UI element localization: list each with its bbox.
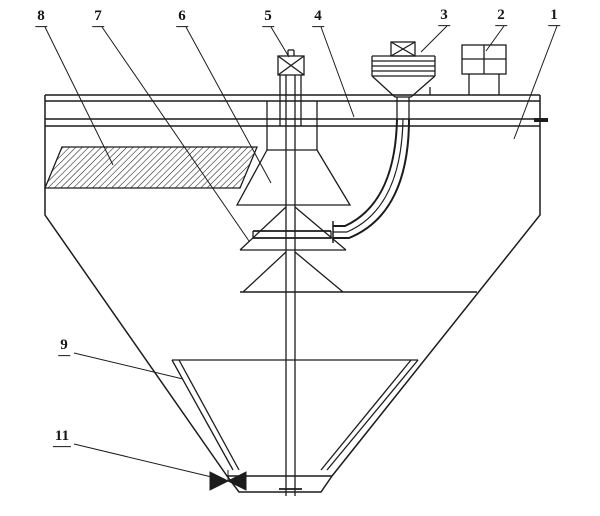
tank-body-outline [44,94,541,493]
discharge-valve [209,470,247,491]
inclined-plate-pack-hatched [44,146,258,189]
part-label-11: 11 [52,428,72,447]
part-label-9: 9 [58,337,70,356]
drive-motor-assembly [371,41,436,119]
part-label-3: 3 [438,7,450,26]
part-label-7: 7 [92,8,104,27]
central-shaft [277,49,305,496]
part-label-4: 4 [312,8,324,27]
part-label-6: 6 [176,8,188,27]
leader-lines [44,25,558,480]
part-label-5: 5 [262,8,274,27]
feed-well-and-baffles [235,101,352,293]
curved-feed-pipe [332,118,410,243]
part-label-8: 8 [35,8,47,27]
part-label-2: 2 [495,7,507,26]
part-label-1: 1 [548,7,560,26]
auxiliary-box [461,44,507,95]
